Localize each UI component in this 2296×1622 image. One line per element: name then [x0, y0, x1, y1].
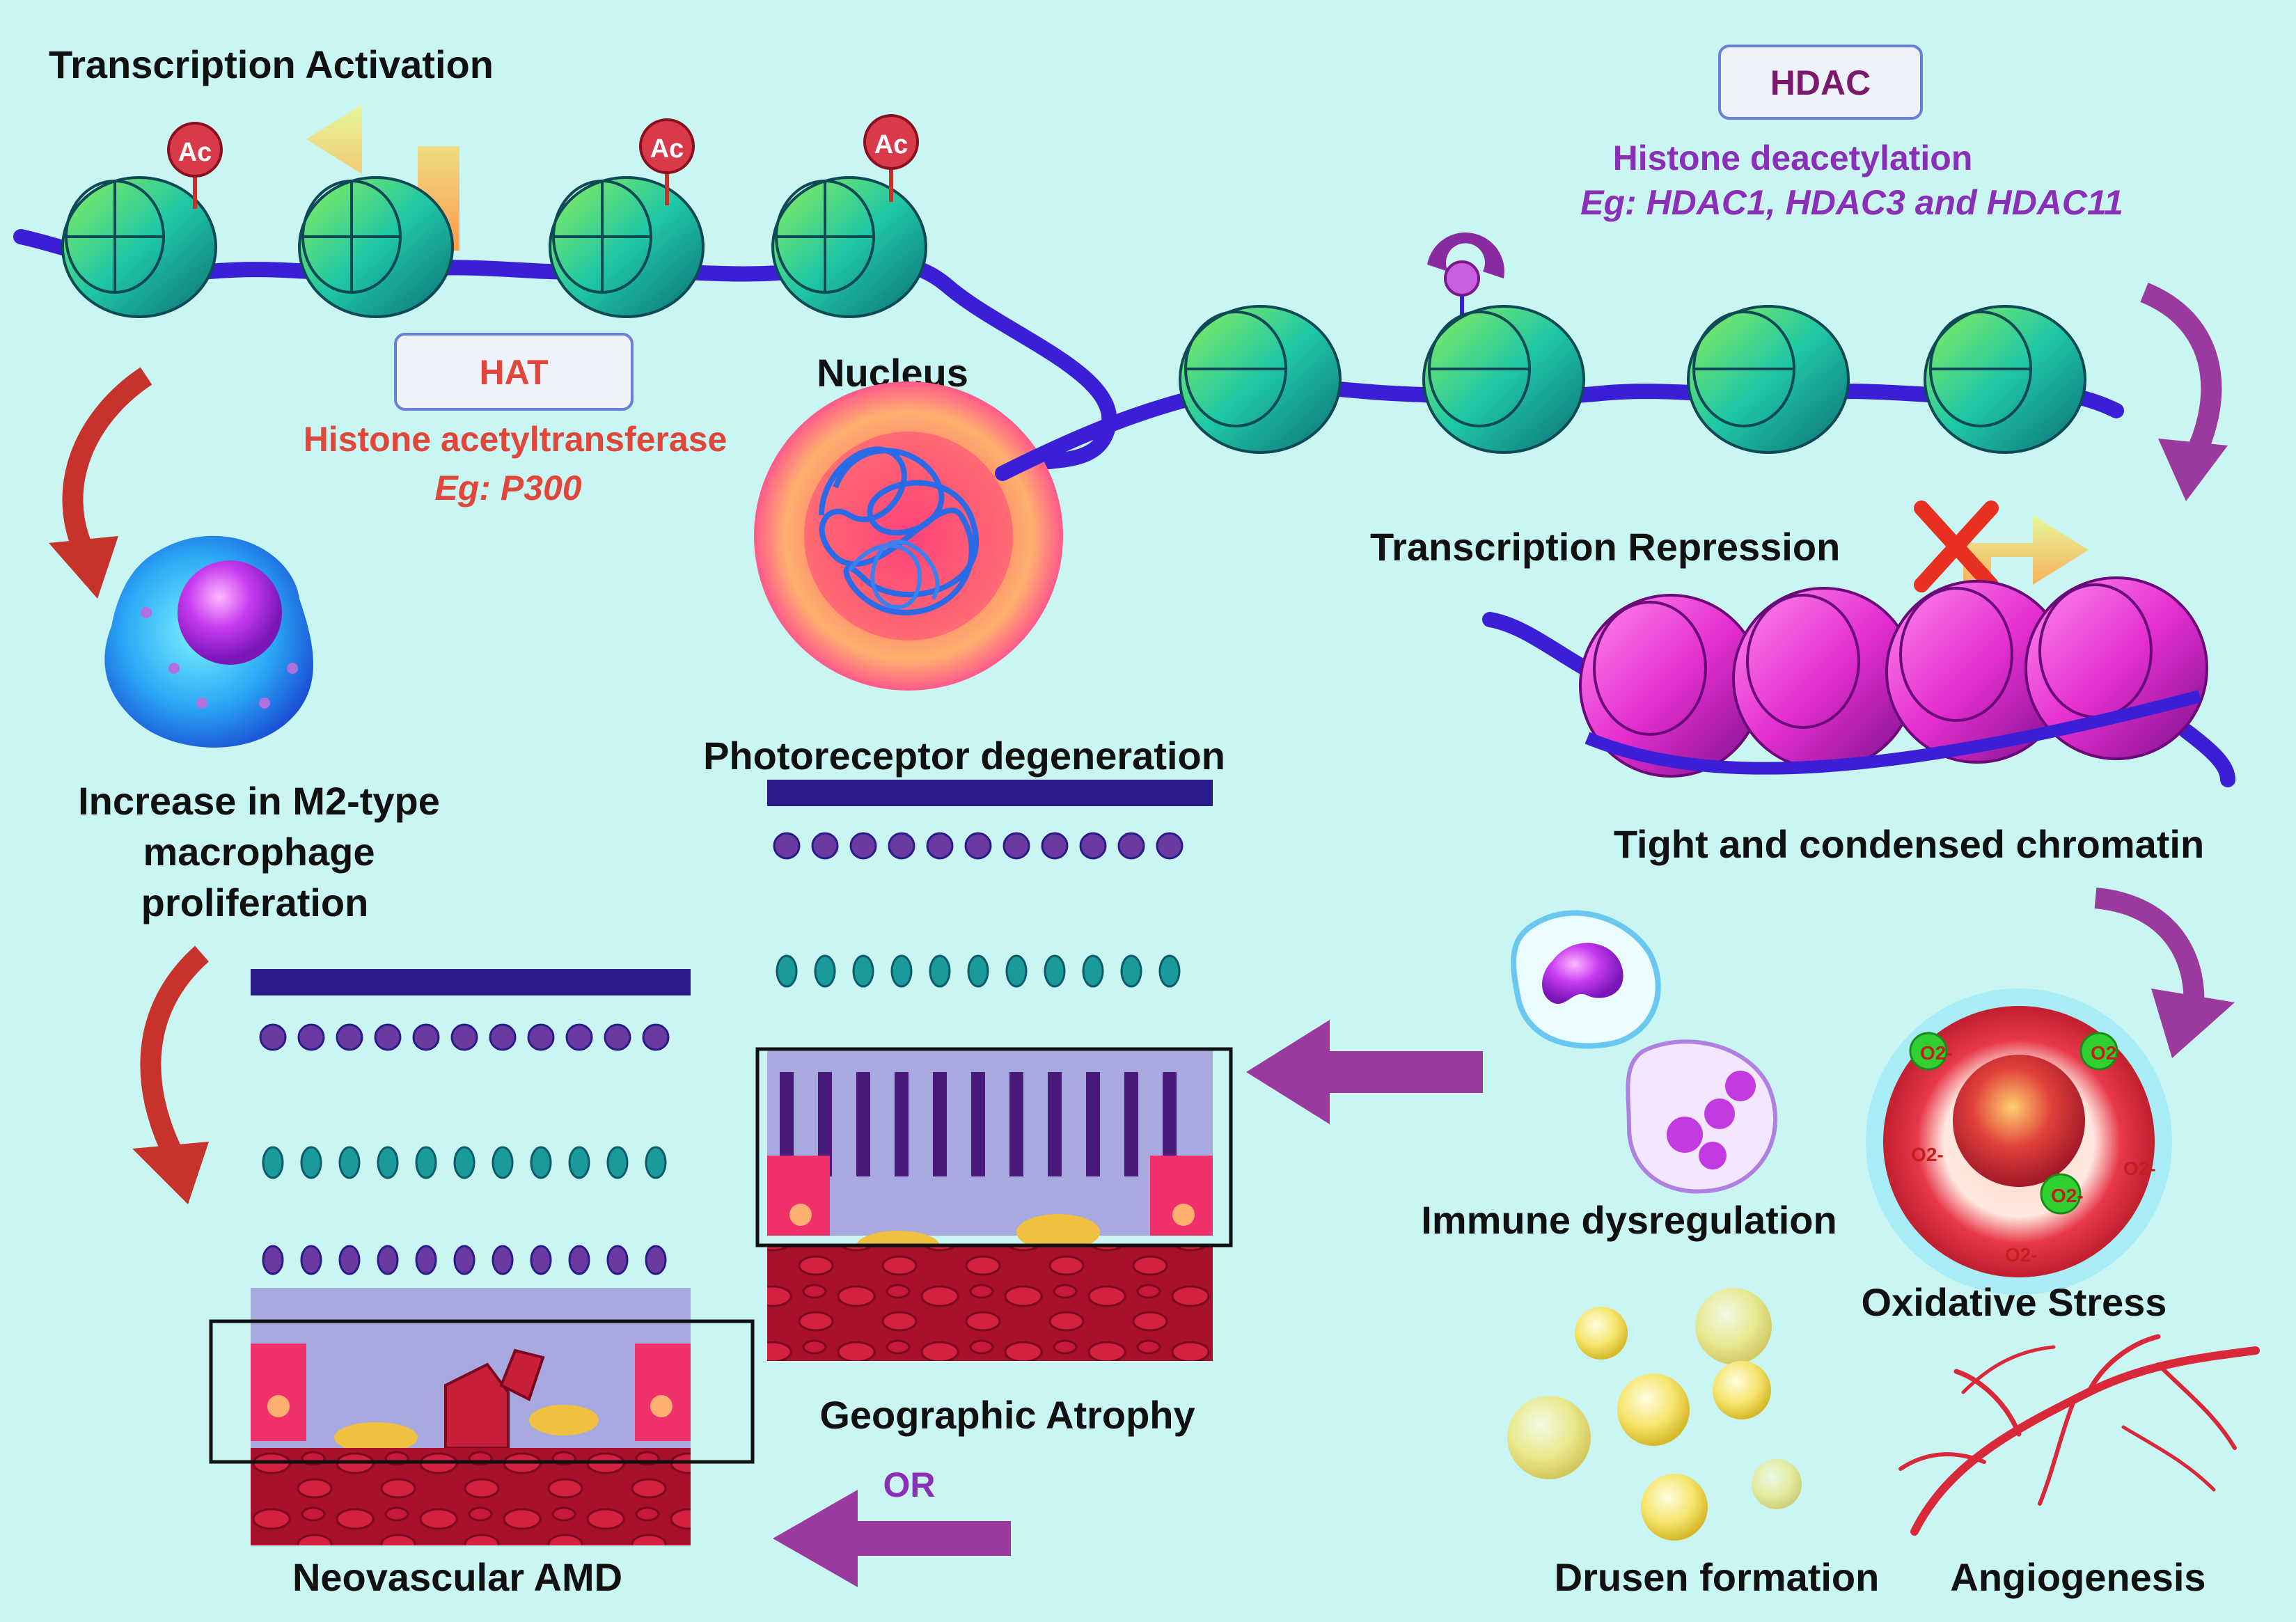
ga-highlight-box [755, 1047, 1233, 1247]
svg-text:O2-: O2- [1920, 1042, 1953, 1064]
svg-text:O2-: O2- [2005, 1244, 2038, 1266]
acetyl-tag-1: Ac [167, 122, 223, 209]
condensed-chromatin [1579, 576, 2208, 778]
curved-arrow-to-oxidative-icon [2094, 888, 2205, 1018]
nucleosome-deacetylated-1 [1179, 305, 1342, 454]
svg-text:Ac: Ac [650, 134, 684, 164]
immune-label: Immune dysregulation [1421, 1198, 1837, 1242]
hdac-enzyme-icon [1427, 233, 1504, 327]
svg-text:Ac: Ac [178, 138, 212, 167]
superoxide-radicals: O2- O2- O2- O2- O2- O2- [1909, 1032, 2156, 1266]
angiogenesis-icon [1898, 1334, 2260, 1536]
m2-label-line3: proliferation [141, 881, 369, 924]
geographic-atrophy-label: Geographic Atrophy [819, 1393, 1195, 1437]
hat-example: Eg: P300 [434, 469, 581, 507]
curved-arrow-to-macrophage-icon [62, 367, 152, 555]
oxidative-label: Oxidative Stress [1862, 1280, 2167, 1324]
hdac-name: Histone deacetylation [1613, 139, 1973, 178]
immune-cell-2-icon [1626, 1039, 1777, 1194]
acetyl-tag-2: Ac [639, 118, 695, 205]
m2-label-line2: macrophage [143, 830, 375, 874]
photoreceptor-label: Photoreceptor degeneration [703, 734, 1225, 778]
retina-ga [755, 780, 1233, 1361]
immune-cell-1-icon [1511, 910, 1661, 1049]
svg-text:O2-: O2- [1911, 1144, 1944, 1165]
arrow-to-ga-icon [1246, 1020, 1483, 1124]
transcription-repression-label: Transcription Repression [1370, 525, 1840, 569]
nucleus-icon [754, 381, 1063, 691]
svg-text:Ac: Ac [874, 130, 909, 159]
or-label: OR [883, 1465, 936, 1504]
blocked-transcription-icon [1914, 501, 2089, 606]
drusen-label: Drusen formation [1555, 1555, 1880, 1599]
m2-label-line1: Increase in M2-type [78, 779, 440, 823]
nucleosome-deacetylated-3 [1687, 305, 1850, 454]
hdac-example: Eg: HDAC1, HDAC3 and HDAC11 [1580, 183, 2123, 222]
drusen-icon [1507, 1288, 1802, 1541]
retina-nv [209, 969, 755, 1545]
nv-highlight-box [209, 1319, 755, 1464]
hat-box-label: HAT [479, 353, 548, 392]
hdac-box [1718, 45, 1923, 120]
svg-text:O2-: O2- [2091, 1042, 2123, 1064]
curved-arrow-to-neovascular-icon [140, 945, 210, 1160]
hat-name: Histone acetyltransferase [304, 420, 728, 459]
oxidative-stress-icon: O2- O2- O2- O2- O2- O2- [1866, 989, 2172, 1295]
tight-chromatin-label: Tight and condensed chromatin [1614, 822, 2204, 866]
nucleosome-deacetylated-4 [1924, 305, 2086, 454]
angiogenesis-label: Angiogenesis [1950, 1555, 2205, 1599]
curved-arrow-to-repression-head [2158, 439, 2228, 501]
nucleosome-active-3 [549, 176, 705, 318]
hdac-box-label: HDAC [1770, 63, 1871, 102]
nucleosome-active-4 [771, 176, 927, 318]
acetyl-tag-3: Ac [863, 114, 919, 202]
m2-macrophage-icon [104, 535, 314, 748]
svg-text:O2-: O2- [2051, 1185, 2084, 1206]
curved-arrow-to-oxidative-head [2151, 989, 2235, 1058]
arrow-to-neovascular-icon [773, 1490, 1011, 1587]
curved-arrow-to-neovascular-head [132, 1142, 209, 1204]
nucleosome-active-1 [61, 176, 217, 318]
svg-text:O2-: O2- [2123, 1158, 2156, 1179]
curved-arrow-to-macrophage-head [49, 536, 118, 599]
nucleosome-deacetylated-2 [1422, 305, 1585, 454]
nucleosome-active-2 [298, 176, 454, 318]
curved-arrow-to-repression-icon [2140, 283, 2222, 464]
hat-box [394, 333, 634, 411]
neovascular-label: Neovascular AMD [292, 1555, 622, 1599]
transcription-activation-label: Transcription Activation [49, 42, 494, 86]
